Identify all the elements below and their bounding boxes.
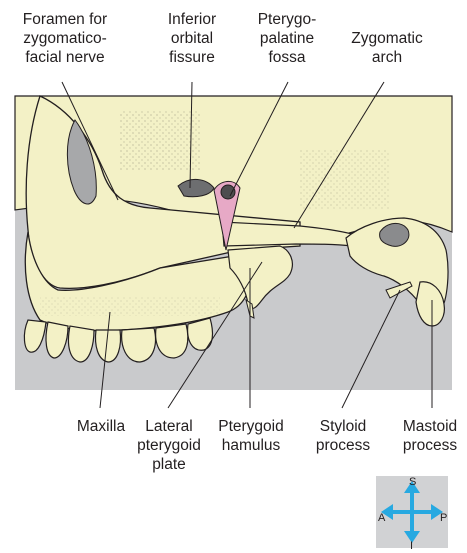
- label-styloid-process: Styloid process: [308, 417, 378, 455]
- label-pterygoid-hamulus: Pterygoid hamulus: [208, 417, 294, 455]
- label-zygomatic-arch: Zygomatic arch: [342, 29, 432, 67]
- label-lateral-pterygoid-plate: Lateral pterygoid plate: [132, 417, 206, 474]
- compass-anterior: A: [378, 512, 385, 524]
- pterygopalatine-opening: [221, 185, 235, 199]
- compass-superior: S: [409, 476, 416, 488]
- stipple-area: [120, 110, 200, 170]
- stipple-area: [300, 150, 390, 210]
- label-inferior-orbital-fissure: Inferior orbital fissure: [155, 10, 229, 67]
- label-pterygopalatine-fossa: Pterygo- palatine fossa: [248, 10, 326, 67]
- label-zygomaticofacial-foramen: Foramen for zygomatico- facial nerve: [6, 10, 124, 67]
- external-acoustic-meatus: [380, 223, 409, 246]
- stipple-area: [40, 296, 220, 316]
- label-mastoid-process: Mastoid process: [394, 417, 466, 455]
- compass-inferior: I: [410, 540, 413, 552]
- compass-posterior: P: [440, 512, 447, 524]
- label-maxilla: Maxilla: [66, 417, 136, 436]
